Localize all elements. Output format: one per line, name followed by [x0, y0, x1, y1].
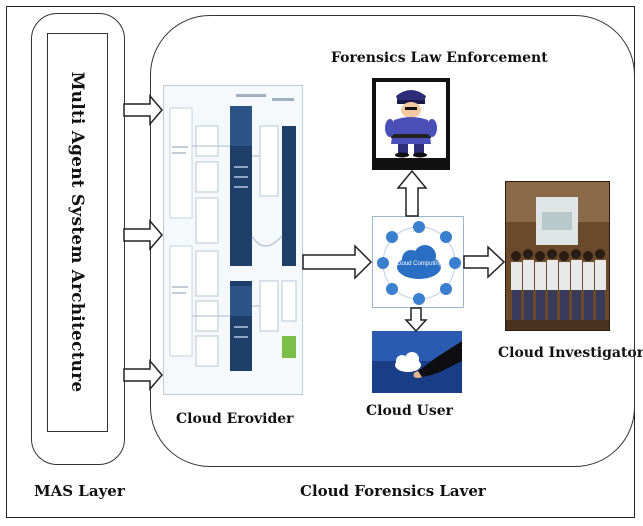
- cloud-provider-image: [163, 85, 303, 395]
- cloud-provider-label: Cloud Erovider: [176, 411, 294, 427]
- cloud-user-image: [372, 331, 462, 393]
- cloud-investigators-image: [505, 181, 610, 331]
- cloud-computing-text: Cloud Computing: [396, 261, 442, 267]
- cloud-computing-image: Cloud Computing: [372, 216, 464, 308]
- cloud-user-label: Cloud User: [366, 403, 454, 419]
- cloud-investigators-label: Cloud Investigators: [498, 345, 643, 361]
- mas-architecture-label: Multi Agent System Architecture: [67, 71, 87, 393]
- law-enforcement-image: [372, 78, 450, 170]
- forensics-law-enforcement-label: Forensics Law Enforcement: [331, 50, 548, 66]
- mas-layer-label: MAS Layer: [34, 482, 125, 500]
- mas-architecture-box: [47, 33, 108, 432]
- cloud-forensics-layer-label: Cloud Forensics Laver: [300, 482, 486, 500]
